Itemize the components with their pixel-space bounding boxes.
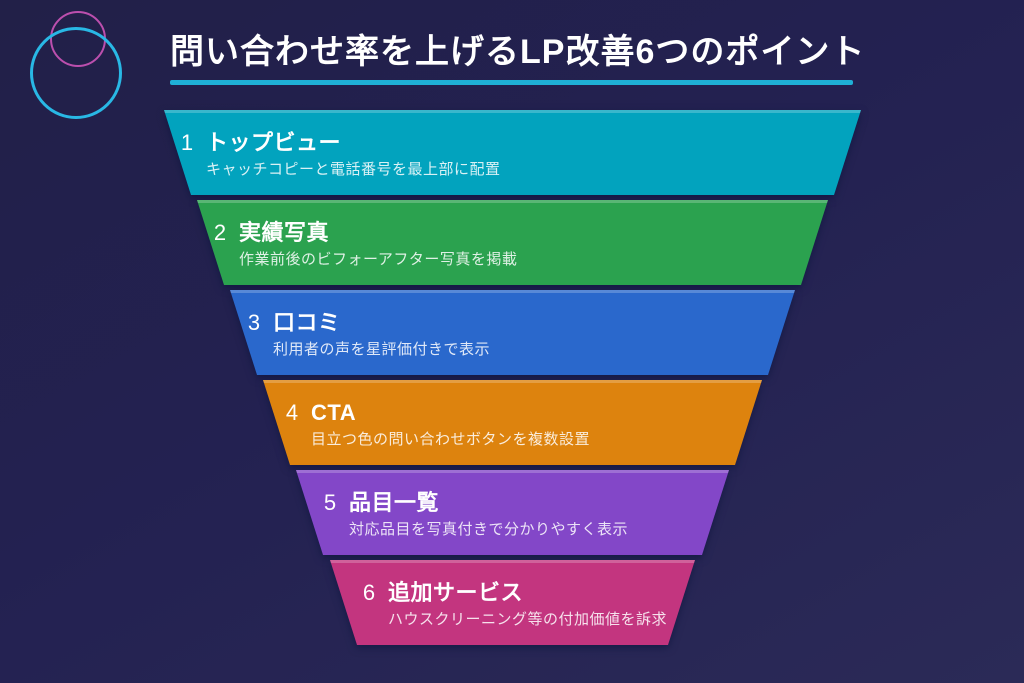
segment-title: 追加サービス [388, 580, 524, 605]
funnel-segment-3: 3 口コミ 利用者の声を星評価付きで表示 [230, 290, 795, 375]
funnel-segment-content: 6 追加サービス ハウスクリーニング等の付加価値を訴求 [330, 560, 695, 630]
funnel-segment-shape: 4 CTA 目立つ色の問い合わせボタンを複数設置 [263, 380, 762, 465]
segment-subtitle: キャッチコピーと電話番号を最上部に配置 [206, 161, 501, 178]
segment-title: CTA [311, 400, 357, 425]
segment-number: 4 [285, 400, 299, 425]
segment-title: 品目一覧 [349, 490, 440, 515]
funnel-segment-content: 5 品目一覧 対応品目を写真付きで分かりやすく表示 [296, 470, 729, 540]
funnel-segment-content: 2 実績写真 作業前後のビフォーアフター写真を掲載 [197, 200, 828, 270]
title-underline [170, 80, 853, 85]
funnel-segment-4: 4 CTA 目立つ色の問い合わせボタンを複数設置 [263, 380, 762, 465]
segment-subtitle: ハウスクリーニング等の付加価値を訴求 [388, 611, 668, 628]
logo [0, 0, 130, 125]
funnel-segment-content: 3 口コミ 利用者の声を星評価付きで表示 [230, 290, 795, 360]
funnel-segment-5: 5 品目一覧 対応品目を写真付きで分かりやすく表示 [296, 470, 729, 555]
page-title: 問い合わせ率を上げるLP改善6つのポイント [170, 33, 866, 71]
funnel-segment-content: 1 トップビュー キャッチコピーと電話番号を最上部に配置 [164, 110, 861, 180]
segment-subtitle: 目立つ色の問い合わせボタンを複数設置 [311, 431, 591, 448]
funnel-segment-shape: 5 品目一覧 対応品目を写真付きで分かりやすく表示 [296, 470, 729, 555]
funnel-segment-6: 6 追加サービス ハウスクリーニング等の付加価値を訴求 [330, 560, 695, 645]
segment-subtitle: 対応品目を写真付きで分かりやすく表示 [349, 521, 629, 538]
segment-number: 6 [362, 580, 376, 605]
funnel-segment-shape: 6 追加サービス ハウスクリーニング等の付加価値を訴求 [330, 560, 695, 645]
funnel-segment-content: 4 CTA 目立つ色の問い合わせボタンを複数設置 [263, 380, 762, 450]
funnel-segment-shape: 1 トップビュー キャッチコピーと電話番号を最上部に配置 [164, 110, 861, 195]
segment-number: 2 [213, 220, 227, 245]
segment-number: 3 [247, 310, 261, 335]
funnel-segment-2: 2 実績写真 作業前後のビフォーアフター写真を掲載 [197, 200, 828, 285]
segment-number: 1 [180, 130, 194, 155]
segment-subtitle: 作業前後のビフォーアフター写真を掲載 [239, 251, 518, 268]
funnel-segment-shape: 3 口コミ 利用者の声を星評価付きで表示 [230, 290, 795, 375]
segment-title: トップビュー [206, 130, 342, 155]
segment-subtitle: 利用者の声を星評価付きで表示 [273, 341, 491, 358]
cyan-circle-icon [30, 27, 122, 119]
segment-number: 5 [323, 490, 337, 515]
segment-title: 実績写真 [239, 220, 330, 245]
segment-title: 口コミ [273, 310, 341, 335]
funnel-segment-shape: 2 実績写真 作業前後のビフォーアフター写真を掲載 [197, 200, 828, 285]
funnel-segment-1: 1 トップビュー キャッチコピーと電話番号を最上部に配置 [164, 110, 861, 195]
